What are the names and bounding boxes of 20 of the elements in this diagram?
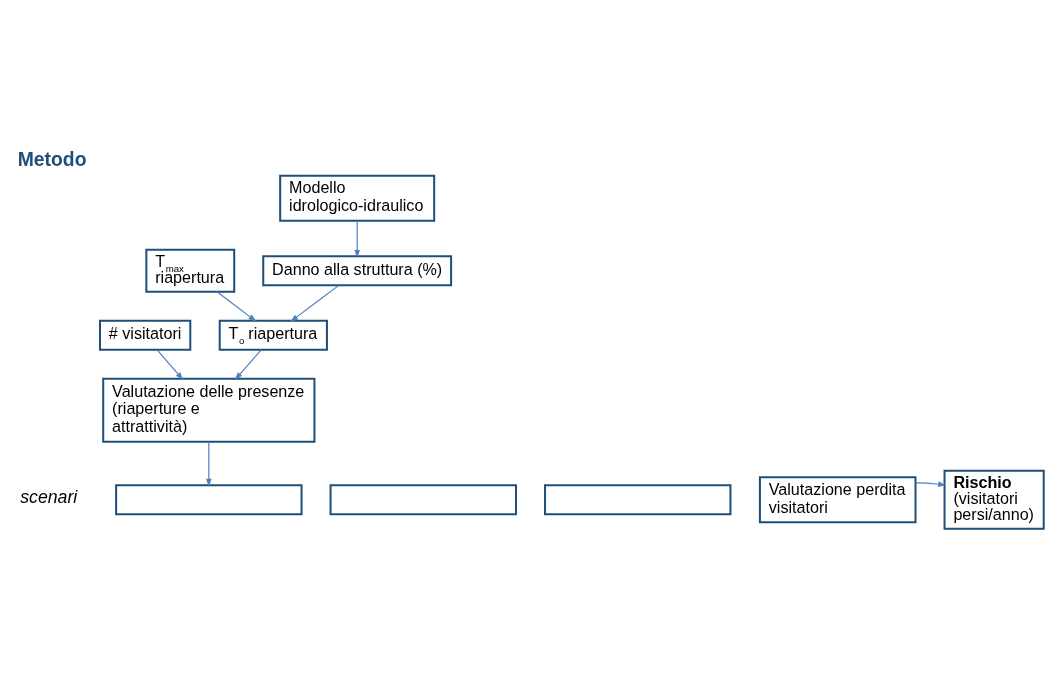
arrow [354, 219, 360, 258]
node-box: T$_{max}$ riapertura [145, 248, 236, 293]
node-box: Modello idrologico-idraulico [279, 174, 436, 222]
diagram-title: Metodo [17, 147, 87, 170]
node-box: Valutazione perdita visitatori [758, 475, 917, 523]
arrow [206, 440, 212, 487]
arrow [290, 284, 340, 322]
arrow [216, 290, 257, 322]
node-box: Danno alla struttura (%) [262, 254, 453, 286]
node-box [329, 483, 517, 515]
node-box [544, 483, 732, 515]
node-box: T$_{o}$ riapertura [218, 319, 328, 351]
node-box [115, 483, 303, 515]
node-box: Valutazione delle presenze (riaperture e attrattività) [102, 377, 316, 443]
arrow [234, 348, 262, 380]
arrow [915, 480, 947, 487]
node-box: Rischio (visitatori persi/anno) [943, 469, 1045, 530]
arrow [156, 348, 184, 380]
label: scenari [20, 486, 78, 507]
node-box: # visitatori [98, 319, 192, 351]
